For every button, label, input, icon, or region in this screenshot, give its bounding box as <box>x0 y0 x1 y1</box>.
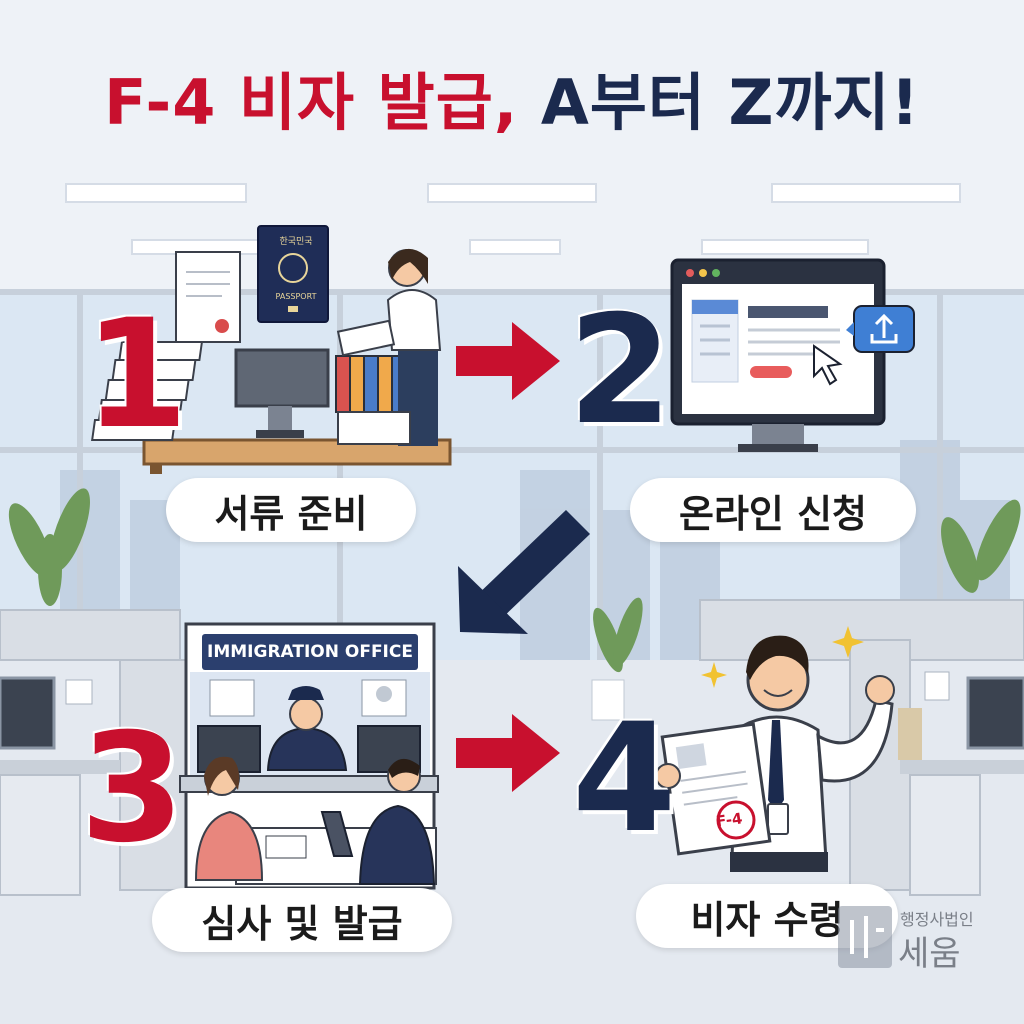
immigration-office-sign: IMMIGRATION OFFICE <box>202 634 418 670</box>
arrow-2-to-3-icon <box>458 510 590 634</box>
step-1-number: 1 <box>84 288 189 462</box>
logo-line-1: 행정사법인 <box>900 910 974 929</box>
passport-top-text: 한국민국 <box>279 237 313 247</box>
title-part-1: F-4 비자 발급, <box>104 66 519 139</box>
logo-line-2: 세움 <box>898 934 961 974</box>
passport-bottom-text: PASSPORT <box>275 292 317 301</box>
step-3-label: 심사 및 발급 <box>152 888 452 952</box>
title-part-2: A부터 Z까지! <box>540 66 920 139</box>
page-title: F-4 비자 발급, A부터 Z까지! <box>0 52 1024 142</box>
step-3-number: 3 <box>80 702 185 876</box>
step-2-label: 온라인 신청 <box>630 478 916 542</box>
step-1-label: 서류 준비 <box>166 478 416 542</box>
step-2-number: 2 <box>568 284 673 458</box>
arrow-3-to-4-icon <box>456 714 560 792</box>
arrow-1-to-2-icon <box>456 322 560 400</box>
step-4-number: 4 <box>572 692 677 866</box>
